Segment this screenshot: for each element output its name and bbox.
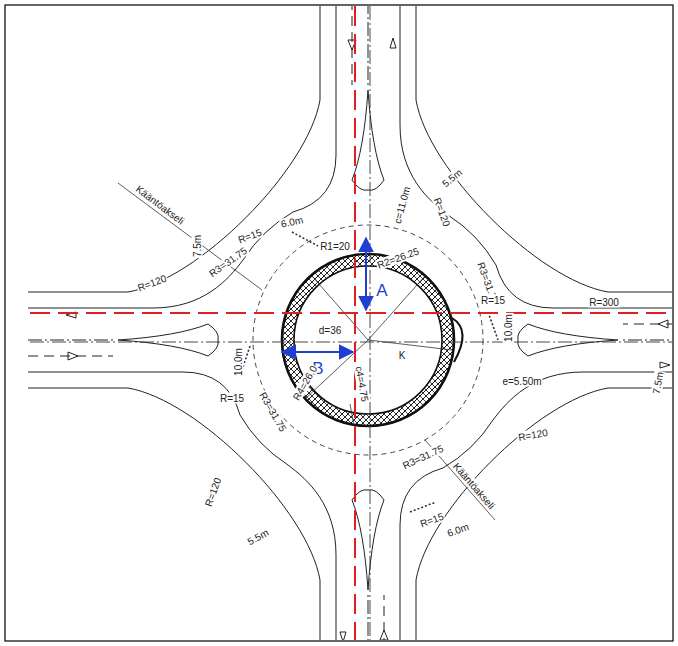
dimension-label: R=300 xyxy=(588,297,620,308)
turning-axis xyxy=(488,312,498,340)
truck-apron xyxy=(282,254,454,426)
dimension-label: K xyxy=(398,350,407,361)
dimension-label: R2=26.25 xyxy=(375,245,422,271)
dimension-label: R1=20 xyxy=(319,241,351,252)
dimension-label: R=15 xyxy=(219,393,245,404)
frame xyxy=(5,5,673,641)
dimension-label: R=120 xyxy=(135,272,169,293)
axis-line xyxy=(30,342,672,343)
dimension-label: R=120 xyxy=(431,195,452,229)
dimension-label: R=15 xyxy=(418,510,446,529)
offset-arrow xyxy=(282,351,353,353)
dimension-label: R=15 xyxy=(236,226,264,245)
lane-circle xyxy=(253,225,483,455)
red-axis xyxy=(354,6,356,640)
radius-line xyxy=(368,276,425,340)
dimension-label: 7.5m xyxy=(650,370,665,396)
dimension-label: c4=4.75 xyxy=(353,364,370,403)
dimension-label: 6.0m xyxy=(279,214,305,230)
dimension-label: 6.0m xyxy=(445,521,472,540)
turning-axis xyxy=(410,502,436,512)
dimension-label: Kääntöakseli xyxy=(450,460,497,512)
dimension-label: e=5.50m xyxy=(501,376,542,387)
offset-arrow xyxy=(365,238,367,310)
dimension-label: R=120 xyxy=(516,427,549,443)
island-edge xyxy=(282,254,454,426)
dimension-label: R3=31.75 xyxy=(206,244,250,279)
dimension-label: 10.0m xyxy=(503,313,514,343)
turning-axes xyxy=(118,183,498,520)
radius-line xyxy=(368,340,452,350)
dimension-label: Kääntöakseli xyxy=(133,183,187,227)
north-approach xyxy=(293,6,672,292)
axis-line xyxy=(370,6,371,640)
dimension-label: R3=31.75 xyxy=(400,442,446,471)
dimension-label: 5.5m xyxy=(439,166,465,190)
road-geometry xyxy=(28,6,672,640)
dimension-label: R=15 xyxy=(480,295,506,306)
dimension-label: 7.5m xyxy=(192,234,203,258)
dimension-label: R3=31.75 xyxy=(257,389,289,434)
dimension-label: R=120 xyxy=(202,475,223,509)
dimension-label: 10.0m xyxy=(233,347,244,377)
dimension-label: R4=26.0 xyxy=(290,363,320,403)
dimension-label: 5.5m xyxy=(245,526,271,548)
turning-axis xyxy=(292,232,318,246)
east-approach xyxy=(416,265,672,640)
dimension-label: d=36 xyxy=(318,325,343,336)
dimension-line xyxy=(350,404,354,426)
axis-label: A xyxy=(374,282,389,301)
west-approach xyxy=(28,6,320,415)
radius-line xyxy=(312,276,368,340)
red-axis xyxy=(30,312,672,314)
dimension-label: c=11.0m xyxy=(392,184,413,225)
